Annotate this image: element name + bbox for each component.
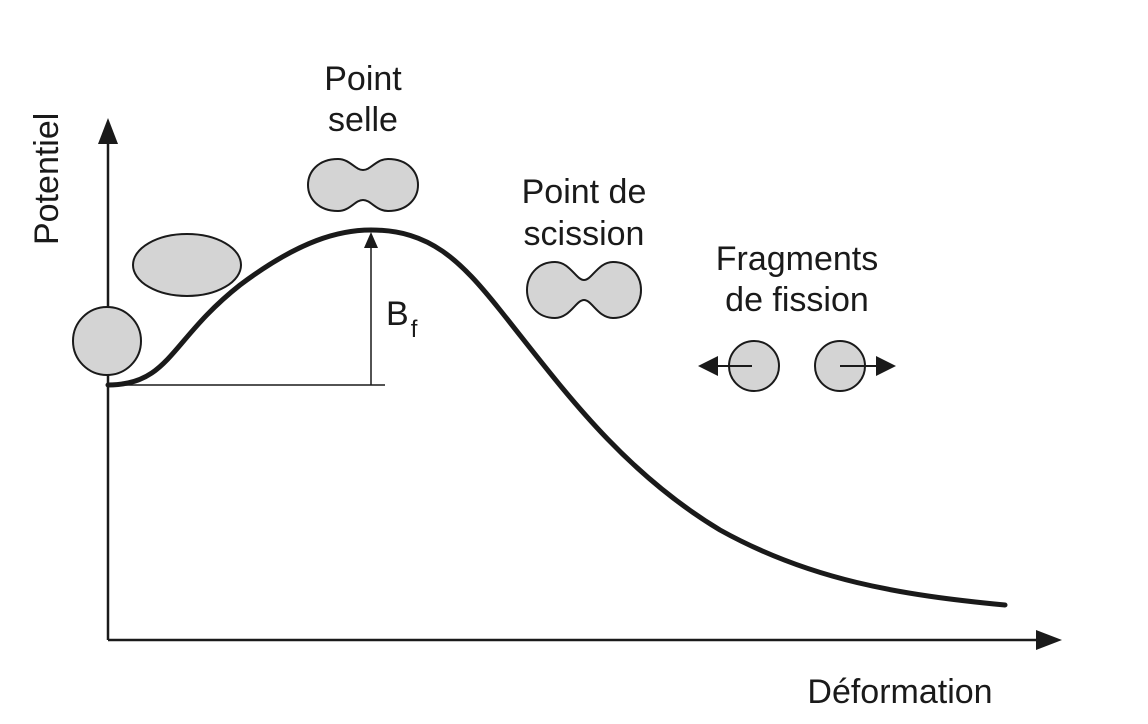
barrier-label: Bf — [386, 295, 418, 343]
fragments-label-line1: Fragments — [716, 240, 879, 278]
y-axis-label: Potentiel — [28, 113, 66, 245]
saddle-point-label-line2: selle — [328, 101, 398, 139]
fragment-right-arrowhead-icon — [876, 356, 896, 376]
fragment-left-arrowhead-icon — [698, 356, 718, 376]
saddle-point-label-line1: Point — [324, 60, 402, 98]
barrier-label-subscript: f — [411, 316, 418, 343]
ellipse-shape-icon — [132, 233, 242, 297]
potential-curve — [105, 227, 1008, 608]
y-axis-arrowhead — [98, 118, 118, 144]
barrier-height-arrowhead — [364, 232, 378, 248]
sphere-shape-icon — [72, 306, 142, 376]
scission-point-label-line2: scission — [524, 215, 645, 253]
x-axis-label: Déformation — [807, 673, 992, 711]
x-axis-arrowhead — [1036, 630, 1062, 650]
fragments-label-line2: de fission — [725, 281, 869, 319]
barrier-label-main: B — [386, 295, 409, 333]
necked-shape-icon — [525, 260, 643, 320]
scission-point-label-line1: Point de — [522, 173, 647, 211]
peanut-shape-icon — [306, 157, 420, 213]
